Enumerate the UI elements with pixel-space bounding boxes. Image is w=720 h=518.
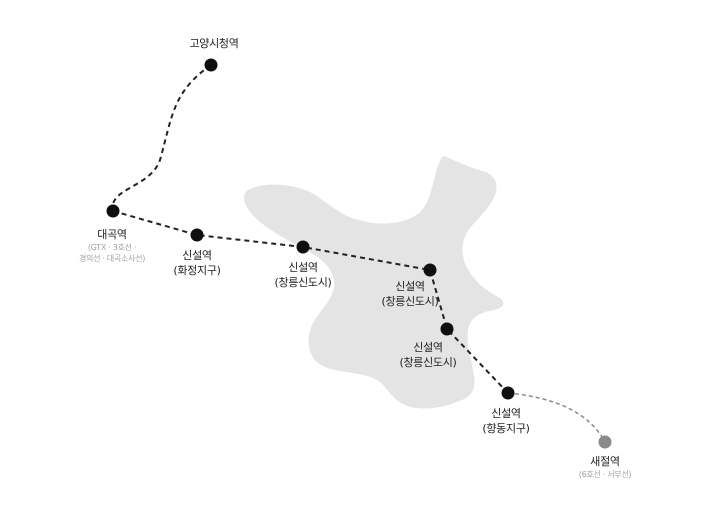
station-detail: (화정지구) — [173, 264, 221, 277]
station-label-saejeol: 새절역 (6호선 · 서부선) — [578, 454, 632, 480]
station-label-hwajeong: 신설역 (화정지구) — [173, 248, 221, 278]
station-detail: (향동지구) — [482, 422, 530, 435]
station-label-changneung-3: 신설역 (창릉신도시) — [399, 340, 456, 370]
station-detail: (창릉신도시) — [274, 276, 332, 289]
route-segment-main — [112, 210, 509, 394]
station-marker-hwajeong[interactable] — [190, 228, 204, 242]
station-name: 대곡역 — [97, 228, 127, 241]
changneung-district-area — [244, 156, 504, 409]
station-name: 신설역 — [182, 249, 212, 262]
station-detail: (창릉신도시) — [399, 356, 457, 369]
route-segment-planned-saejeol — [507, 392, 606, 443]
station-marker-changneung-2[interactable] — [423, 263, 437, 277]
station-marker-goyang-city-hall[interactable] — [204, 58, 218, 72]
station-lines: (6호선 · 서부선) — [578, 470, 632, 479]
station-label-changneung-1: 신설역 (창릉신도시) — [274, 260, 331, 290]
station-name: 신설역 — [491, 407, 521, 420]
route-segment-goyang-daegok — [111, 64, 212, 212]
station-lines: (GTX · 3호선 · — [87, 243, 137, 252]
station-name: 고양시청역 — [189, 37, 239, 50]
station-marker-changneung-3[interactable] — [440, 322, 454, 336]
station-marker-hyangdong[interactable] — [501, 386, 515, 400]
station-name: 신설역 — [395, 280, 425, 293]
station-label-changneung-2: 신설역 (창릉신도시) — [381, 279, 438, 309]
station-marker-changneung-1[interactable] — [296, 240, 310, 254]
station-label-daegok: 대곡역 (GTX · 3호선 · 경의선 · 대곡소사선) — [79, 227, 145, 264]
route-lines — [111, 64, 606, 443]
station-label-goyang-city-hall: 고양시청역 — [189, 36, 238, 51]
station-name: 신설역 — [288, 261, 318, 274]
station-label-hyangdong: 신설역 (향동지구) — [482, 406, 530, 436]
station-lines: 경의선 · 대곡소사선) — [78, 254, 146, 263]
station-marker-saejeol[interactable] — [598, 435, 612, 449]
station-markers — [106, 58, 612, 449]
station-name: 신설역 — [413, 341, 443, 354]
station-name: 새절역 — [590, 455, 620, 468]
station-marker-daegok[interactable] — [106, 204, 120, 218]
station-detail: (창릉신도시) — [381, 295, 439, 308]
